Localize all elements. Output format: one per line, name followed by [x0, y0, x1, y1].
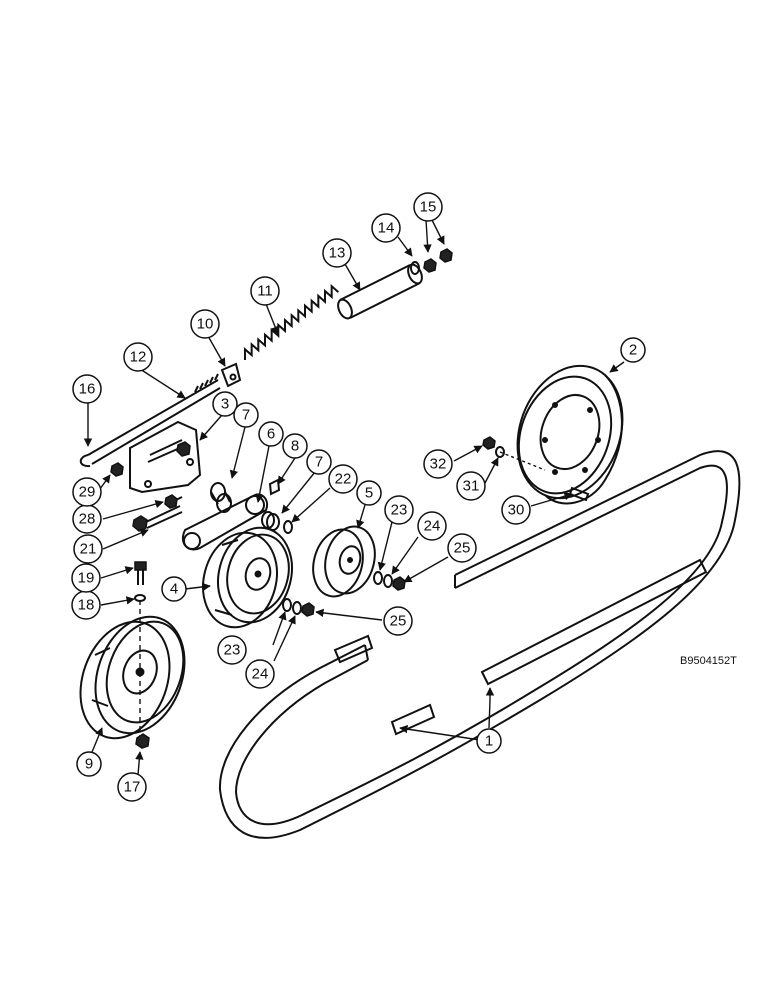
svg-text:3: 3: [221, 396, 229, 413]
svg-text:17: 17: [124, 779, 141, 796]
svg-text:16: 16: [79, 381, 96, 398]
svg-text:15: 15: [420, 199, 437, 216]
svg-text:7: 7: [315, 454, 323, 471]
svg-text:12: 12: [130, 349, 147, 366]
compression-spring-11: [243, 283, 340, 361]
callout-23-upper: 23: [384, 495, 414, 525]
callout-8: 8: [282, 433, 308, 459]
callouts: 1 2 3 4 5 6 7 7 8 9 10 11 12 13 14 15 16…: [71, 192, 646, 802]
svg-text:25: 25: [454, 540, 471, 557]
svg-text:18: 18: [78, 597, 95, 614]
spring-bracket-10: [220, 362, 242, 388]
callout-32: 32: [423, 449, 453, 479]
svg-text:31: 31: [463, 478, 480, 495]
parts-art: [79, 248, 741, 839]
bushing-7-upper: [210, 482, 232, 513]
svg-text:13: 13: [329, 245, 346, 262]
pulley-hardware: [482, 436, 590, 502]
grease-fitting-8: [268, 478, 281, 496]
svg-text:8: 8: [291, 438, 299, 455]
callout-25-lower: 25: [383, 606, 413, 636]
callout-15: 15: [413, 192, 443, 222]
drive-pulley-9: [79, 615, 186, 740]
leader-lines: [83, 219, 625, 787]
bolt-28: [164, 494, 183, 509]
svg-text:21: 21: [80, 541, 97, 558]
callout-18: 18: [71, 590, 101, 620]
callout-9: 9: [76, 751, 102, 777]
svg-text:29: 29: [79, 484, 96, 501]
svg-text:22: 22: [335, 471, 352, 488]
svg-text:14: 14: [378, 220, 395, 237]
svg-text:23: 23: [224, 642, 241, 659]
callout-23-lower: 23: [217, 635, 247, 665]
svg-text:11: 11: [257, 283, 273, 300]
nut-17: [135, 733, 150, 749]
svg-text:30: 30: [508, 502, 525, 519]
callout-2: 2: [620, 337, 646, 363]
callout-12: 12: [123, 342, 153, 372]
callout-16: 16: [72, 374, 102, 404]
bolt-21: [132, 505, 183, 532]
drive-belt-1: [218, 450, 741, 839]
svg-text:2: 2: [629, 342, 637, 359]
washers-23-24-nut-25-upper: [373, 571, 406, 591]
callout-5: 5: [356, 480, 382, 506]
callout-10: 10: [190, 309, 220, 339]
washer-14-nuts-15: [410, 248, 453, 275]
callout-21: 21: [73, 534, 103, 564]
svg-text:6: 6: [267, 426, 275, 443]
callout-14: 14: [371, 213, 401, 243]
callout-28: 28: [72, 504, 102, 534]
svg-text:1: 1: [485, 733, 493, 750]
svg-text:25: 25: [390, 613, 407, 630]
spring-rod-12: [87, 373, 221, 465]
callout-25-upper: 25: [447, 533, 477, 563]
svg-text:28: 28: [79, 511, 96, 528]
svg-text:23: 23: [391, 502, 408, 519]
svg-text:5: 5: [365, 485, 373, 502]
callout-6: 6: [258, 421, 284, 447]
svg-text:24: 24: [424, 518, 441, 535]
drawing-number: B9504152T: [680, 655, 737, 667]
idler-pulley-5: [312, 525, 376, 598]
svg-text:7: 7: [242, 407, 250, 424]
idler-plate-3: [129, 420, 202, 494]
callout-29: 29: [72, 477, 102, 507]
callout-24-lower: 24: [245, 659, 275, 689]
bolt-19-washer-18: [134, 561, 147, 740]
callout-13: 13: [322, 238, 352, 268]
callout-22: 22: [328, 464, 358, 494]
svg-text:24: 24: [252, 666, 269, 683]
callout-31: 31: [456, 471, 486, 501]
double-pulley-4: [202, 526, 293, 629]
callout-19: 19: [71, 563, 101, 593]
large-pulley-2: [516, 364, 624, 505]
callout-7-lower: 7: [306, 449, 332, 475]
callout-30: 30: [501, 495, 531, 525]
callout-11: 11: [250, 276, 280, 306]
svg-text:4: 4: [170, 581, 178, 598]
rod-hook-16: [79, 454, 91, 468]
nut-29: [110, 462, 124, 477]
callout-7-upper: 7: [233, 402, 259, 428]
washer-22: [283, 520, 293, 534]
callout-24-upper: 24: [417, 511, 447, 541]
svg-text:19: 19: [78, 570, 95, 587]
callout-1: 1: [476, 728, 502, 754]
washers-23-24-nut-25-lower: [282, 598, 315, 617]
callout-17: 17: [117, 772, 147, 802]
callout-4: 4: [161, 576, 187, 602]
svg-text:9: 9: [85, 756, 93, 773]
svg-text:32: 32: [430, 456, 447, 473]
svg-text:10: 10: [197, 316, 214, 333]
callout-3: 3: [212, 391, 238, 417]
